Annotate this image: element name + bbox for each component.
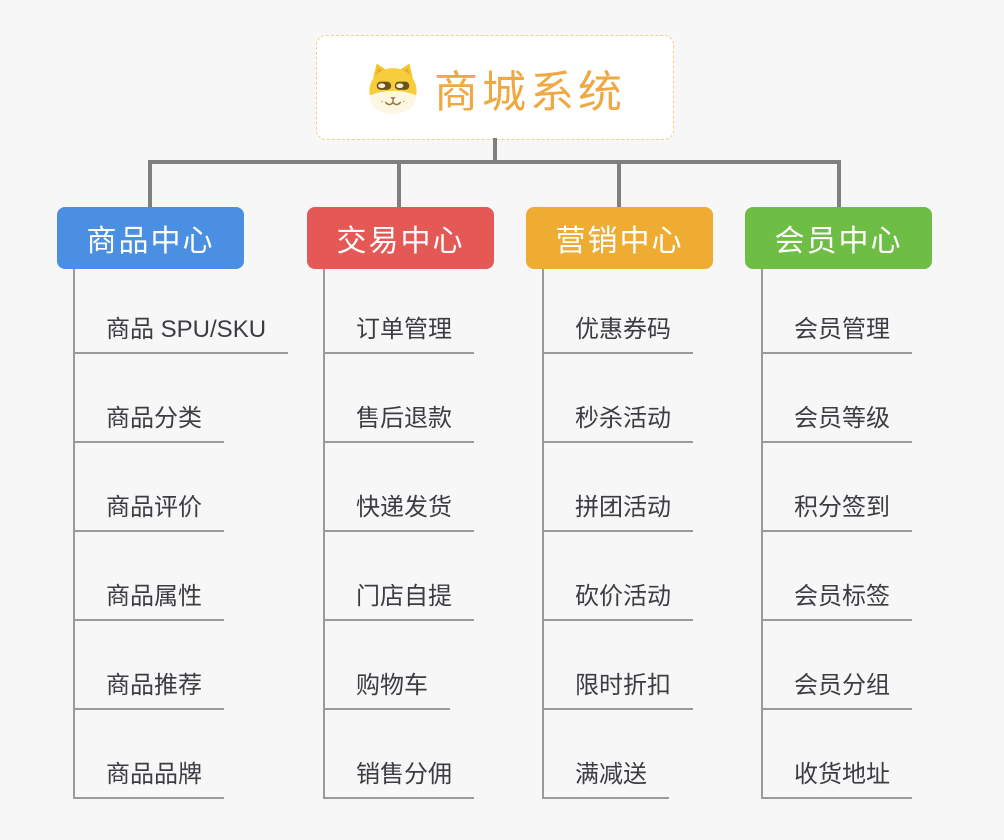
item-row: 销售分佣 (325, 710, 494, 799)
leaf-node-limited-time-discount[interactable]: 限时折扣 (544, 672, 693, 710)
leaf-node-flash-sale[interactable]: 秒杀活动 (544, 405, 693, 443)
item-row: 会员标签 (763, 532, 932, 621)
leaf-node-member-level[interactable]: 会员等级 (763, 405, 912, 443)
item-row: 满减送 (544, 710, 713, 799)
item-row: 快递发货 (325, 443, 494, 532)
item-row: 会员等级 (763, 354, 932, 443)
leaf-node-spend-save[interactable]: 满减送 (544, 761, 669, 799)
leaf-node-order-management[interactable]: 订单管理 (325, 316, 474, 354)
item-row: 收货地址 (763, 710, 932, 799)
branch-product-center: 商品中心 商品 SPU/SKU 商品分类 商品评价 商品属性 商品推荐 商品品牌 (57, 207, 289, 799)
item-row: 售后退款 (325, 354, 494, 443)
item-row: 门店自提 (325, 532, 494, 621)
item-row: 拼团活动 (544, 443, 713, 532)
connector-root-stem (493, 138, 497, 162)
leaf-node-aftersale-refund[interactable]: 售后退款 (325, 405, 474, 443)
branch-node-trade-center[interactable]: 交易中心 (307, 207, 494, 269)
leaf-node-shopping-cart[interactable]: 购物车 (325, 672, 450, 710)
item-row: 商品评价 (75, 443, 288, 532)
branch-node-marketing-center[interactable]: 营销中心 (526, 207, 713, 269)
leaf-node-member-tag[interactable]: 会员标签 (763, 583, 912, 621)
connector-drop-product (148, 160, 152, 208)
leaf-node-member-management[interactable]: 会员管理 (763, 316, 912, 354)
leaf-node-product-brand[interactable]: 商品品牌 (75, 761, 224, 799)
item-row: 购物车 (325, 621, 494, 710)
branch-member-center: 会员中心 会员管理 会员等级 积分签到 会员标签 会员分组 收货地址 (745, 207, 932, 799)
branch-items-member: 会员管理 会员等级 积分签到 会员标签 会员分组 收货地址 (761, 269, 932, 799)
item-row: 商品品牌 (75, 710, 288, 799)
leaf-node-group-buy[interactable]: 拼团活动 (544, 494, 693, 532)
connector-drop-member (837, 160, 841, 208)
root-node-mall-system[interactable]: 商城系统 (316, 35, 674, 140)
leaf-node-store-pickup[interactable]: 门店自提 (325, 583, 474, 621)
leaf-node-sales-commission[interactable]: 销售分佣 (325, 761, 474, 799)
branch-node-product-center[interactable]: 商品中心 (57, 207, 244, 269)
item-row: 积分签到 (763, 443, 932, 532)
leaf-node-product-attribute[interactable]: 商品属性 (75, 583, 224, 621)
leaf-node-product-category[interactable]: 商品分类 (75, 405, 224, 443)
item-row: 商品分类 (75, 354, 288, 443)
item-row: 限时折扣 (544, 621, 713, 710)
item-row: 秒杀活动 (544, 354, 713, 443)
item-row: 砍价活动 (544, 532, 713, 621)
shiba-dog-icon (369, 63, 417, 113)
branch-trade-center: 交易中心 订单管理 售后退款 快递发货 门店自提 购物车 销售分佣 (307, 207, 494, 799)
leaf-node-shipping-address[interactable]: 收货地址 (763, 761, 912, 799)
item-row: 会员管理 (763, 269, 932, 354)
leaf-node-product-recommend[interactable]: 商品推荐 (75, 672, 224, 710)
leaf-node-member-group[interactable]: 会员分组 (763, 672, 912, 710)
leaf-node-bargain-activity[interactable]: 砍价活动 (544, 583, 693, 621)
connector-drop-marketing (617, 160, 621, 208)
item-row: 订单管理 (325, 269, 494, 354)
branch-items-marketing: 优惠券码 秒杀活动 拼团活动 砍价活动 限时折扣 满减送 (542, 269, 713, 799)
item-row: 商品推荐 (75, 621, 288, 710)
connector-horizontal-bar (148, 160, 841, 164)
leaf-node-product-spu-sku[interactable]: 商品 SPU/SKU (75, 316, 289, 354)
item-row: 优惠券码 (544, 269, 713, 354)
item-row: 会员分组 (763, 621, 932, 710)
branch-items-trade: 订单管理 售后退款 快递发货 门店自提 购物车 销售分佣 (323, 269, 494, 799)
item-row: 商品属性 (75, 532, 288, 621)
branch-items-product: 商品 SPU/SKU 商品分类 商品评价 商品属性 商品推荐 商品品牌 (73, 269, 289, 799)
leaf-node-coupon-code[interactable]: 优惠券码 (544, 316, 693, 354)
leaf-node-product-review[interactable]: 商品评价 (75, 494, 224, 532)
connector-drop-trade (397, 160, 401, 208)
item-row: 商品 SPU/SKU (75, 269, 289, 354)
branch-marketing-center: 营销中心 优惠券码 秒杀活动 拼团活动 砍价活动 限时折扣 满减送 (526, 207, 713, 799)
leaf-node-express-shipping[interactable]: 快递发货 (325, 494, 474, 532)
branch-node-member-center[interactable]: 会员中心 (745, 207, 932, 269)
root-node-title: 商城系统 (434, 67, 626, 117)
leaf-node-points-checkin[interactable]: 积分签到 (763, 494, 912, 532)
